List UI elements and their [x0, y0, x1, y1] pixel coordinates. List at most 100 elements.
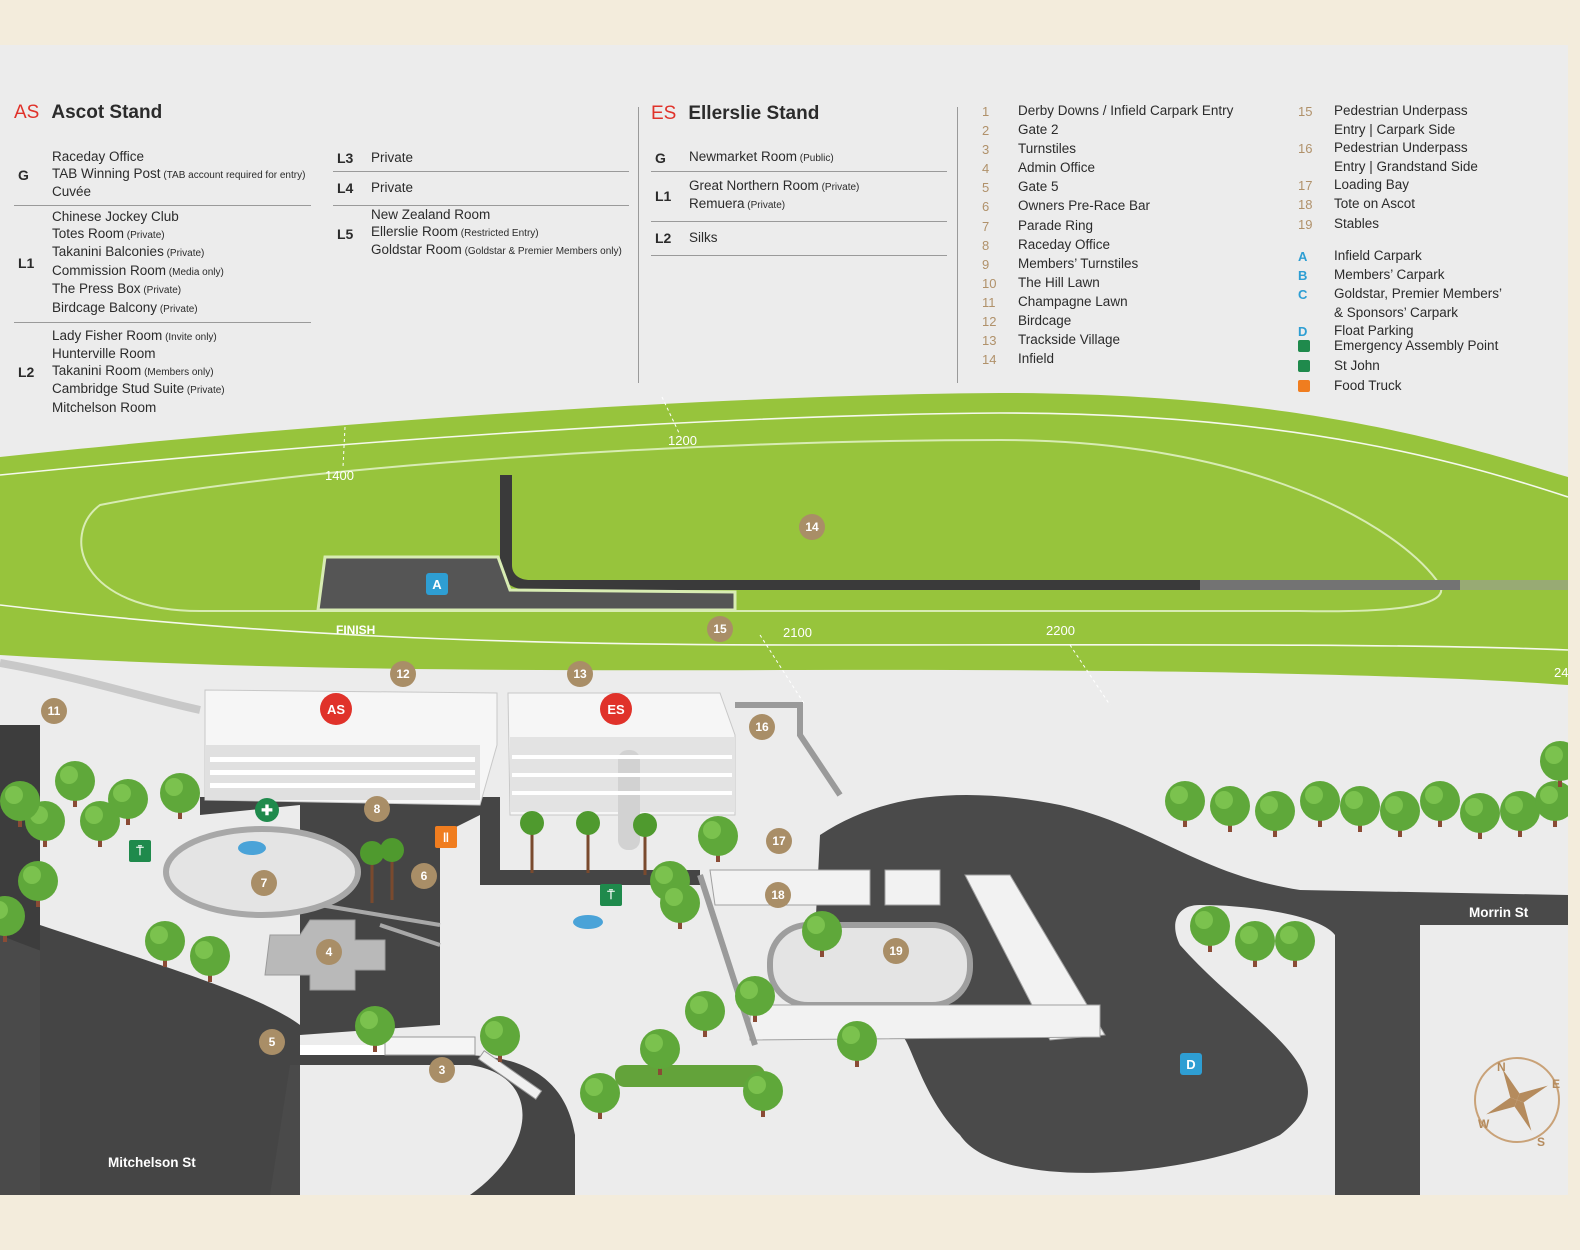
ellerslie-stand-title: Ellerslie Stand [688, 103, 820, 124]
palm-tree [380, 838, 404, 900]
level-row: L3 Private [333, 145, 629, 172]
room-name: Great Northern Room (Private) [689, 177, 860, 193]
room-note: (Private) [163, 248, 205, 259]
tree [743, 1071, 783, 1117]
tree [685, 991, 725, 1037]
list-number: 14 [982, 352, 997, 368]
level-code: L5 [337, 225, 354, 242]
ascot-stand-title: Ascot Stand [51, 102, 163, 123]
badge-carpark-a[interactable]: A [426, 573, 448, 595]
ellerslie-stand-building [507, 692, 736, 850]
marker-12[interactable]: 12 [390, 661, 416, 687]
tree [160, 773, 200, 819]
room-name: The Press Box (Private) [52, 281, 182, 296]
list-number: 5 [982, 180, 990, 196]
list-label: Float Parking [1334, 323, 1414, 339]
badge-carpark-d[interactable]: D [1180, 1053, 1202, 1075]
distance-2200: 2200 [1046, 623, 1075, 638]
badge-ascot-stand[interactable]: AS [320, 693, 352, 725]
list-label: Members’ Carpark [1334, 267, 1445, 283]
list-number: 9 [982, 256, 990, 272]
tree [1540, 741, 1568, 787]
list-item: 5 Gate 5 [982, 178, 1233, 197]
list-number: B [1298, 268, 1308, 284]
tree [0, 781, 40, 827]
compass-w: W [1478, 1117, 1490, 1131]
marker-13[interactable]: 13 [567, 661, 593, 687]
room-name: Raceday Office [52, 149, 145, 165]
tree [1275, 921, 1315, 967]
tree [1255, 791, 1295, 837]
list-label: Goldstar, Premier Members’ [1334, 286, 1503, 302]
tree [18, 861, 58, 907]
marker-14[interactable]: 14 [799, 514, 825, 540]
room-note: (Public) [797, 152, 834, 164]
list-number: C [1298, 287, 1308, 303]
marker-4[interactable]: 4 [316, 939, 342, 965]
distance-2100: 2100 [783, 625, 812, 640]
race-track [0, 393, 1568, 685]
marker-3[interactable]: 3 [429, 1057, 455, 1083]
food-truck-icon [1298, 377, 1334, 397]
room-name: Silks [689, 229, 718, 245]
list-item: C Goldstar, Premier Members’ [1298, 285, 1502, 304]
road-network [40, 797, 575, 1195]
room-name: Private [371, 179, 414, 195]
marker-11[interactable]: 11 [41, 698, 67, 724]
st-john-icon[interactable]: ✚ [255, 798, 279, 822]
badge-ellerslie-stand[interactable]: ES [600, 693, 632, 725]
list-label: Gate 5 [1018, 179, 1059, 195]
marker-6[interactable]: 6 [411, 863, 437, 889]
room-name: Mitchelson Room [52, 399, 157, 415]
room-name: New Zealand Room [371, 207, 491, 223]
room-name: Cuvée [52, 184, 92, 200]
list-number: 19 [1298, 216, 1313, 232]
list-label: Turnstiles [1018, 141, 1077, 157]
room-note: (Invite only) [162, 331, 217, 343]
tree [1340, 786, 1380, 832]
palm-tree [520, 811, 544, 873]
distance-24: 24 [1554, 665, 1568, 680]
list-label: Trackside Village [1018, 332, 1121, 348]
room-note: (TAB account required for entry) [160, 169, 306, 181]
room-name: Private [371, 149, 414, 165]
palm-tree [360, 841, 384, 903]
tree [0, 896, 25, 942]
tree [1500, 791, 1540, 837]
list-item: Entry | Carpark Side [1298, 121, 1478, 139]
infield-carpark-a [316, 555, 737, 612]
list-label: Infield Carpark [1334, 248, 1422, 263]
marker-17[interactable]: 17 [766, 828, 792, 854]
marker-18[interactable]: 18 [765, 882, 791, 908]
list-label: The Hill Lawn [1018, 274, 1100, 290]
marker-19[interactable]: 19 [883, 938, 909, 964]
marker-5[interactable]: 5 [259, 1029, 285, 1055]
level-code: L3 [337, 149, 354, 166]
tree [1460, 793, 1500, 839]
emergency-assembly-icon[interactable]: ⍑ [129, 840, 151, 862]
level-code: L1 [655, 187, 672, 204]
marker-8[interactable]: 8 [364, 796, 390, 822]
palm-tree [633, 813, 657, 875]
tree [735, 976, 775, 1022]
compass-s: S [1537, 1135, 1546, 1149]
level-code: G [655, 149, 666, 166]
marker-16[interactable]: 16 [749, 714, 775, 740]
list-item: & Sponsors’ Carpark [1298, 304, 1502, 322]
room-name: Cambridge Stud Suite (Private) [52, 381, 225, 397]
emergency-assembly-icon[interactable]: ⍑ [600, 884, 622, 906]
marker-7[interactable]: 7 [251, 870, 277, 896]
list-label: & Sponsors’ Carpark [1334, 305, 1459, 321]
marker-15[interactable]: 15 [707, 616, 733, 642]
finish-label: FINISH [336, 623, 376, 637]
food-truck-icon[interactable]: ǁ [435, 826, 457, 848]
